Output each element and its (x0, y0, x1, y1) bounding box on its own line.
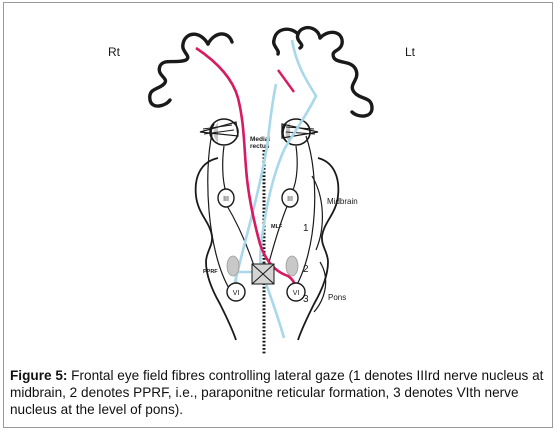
brainstem-outline (194, 157, 340, 341)
level-number-3: 3 (303, 294, 309, 305)
pons-bracket (313, 261, 327, 313)
pprf-label: PPRF (203, 269, 218, 275)
svg-text:VI: VI (293, 290, 300, 297)
mlf-label: MLF (271, 224, 283, 230)
decussation-box (251, 263, 275, 285)
figure-frame (3, 2, 553, 428)
figure-caption: Figure 5: Frontal eye field fibres contr… (10, 367, 546, 418)
nucleus-iii-left: III (281, 188, 299, 208)
level-number-1: 1 (303, 223, 309, 234)
level-number-2: 2 (303, 264, 309, 275)
abducens-nerve-left (293, 135, 316, 291)
diagram: Rt Lt Medial rectus III (108, 26, 416, 355)
right-eye-icon (199, 118, 239, 146)
oculomotor-nerve-left (291, 145, 298, 193)
mlf-tract-left (267, 203, 289, 267)
abducens-nerve-right (207, 133, 231, 291)
pons-label: Pons (328, 293, 346, 302)
pprf-right (226, 255, 240, 277)
nucleus-vi-right: VI (226, 282, 246, 302)
right-side-label: Rt (108, 45, 121, 59)
svg-text:VI: VI (233, 290, 240, 297)
pprf-left (285, 255, 299, 277)
left-cortex-gyri (295, 26, 374, 118)
red-pathway (195, 46, 298, 293)
nucleus-vi-left: VI (286, 282, 306, 302)
left-side-label: Lt (405, 45, 416, 59)
nucleus-iii-right: III (217, 188, 235, 208)
caption-label: Figure 5: (10, 368, 68, 383)
svg-text:III: III (223, 196, 229, 203)
lesion-mark (277, 69, 295, 93)
right-cortex-gyri (148, 32, 210, 108)
oculomotor-nerve-right (222, 145, 227, 193)
midbrain-label: Midbrain (327, 197, 358, 206)
svg-text:III: III (287, 196, 293, 203)
caption-text: Frontal eye field fibres controlling lat… (10, 368, 544, 417)
mlf-tract-right (225, 203, 255, 267)
midbrain-bracket (311, 175, 323, 251)
medial-rectus-label: Medial rectus (250, 136, 272, 150)
